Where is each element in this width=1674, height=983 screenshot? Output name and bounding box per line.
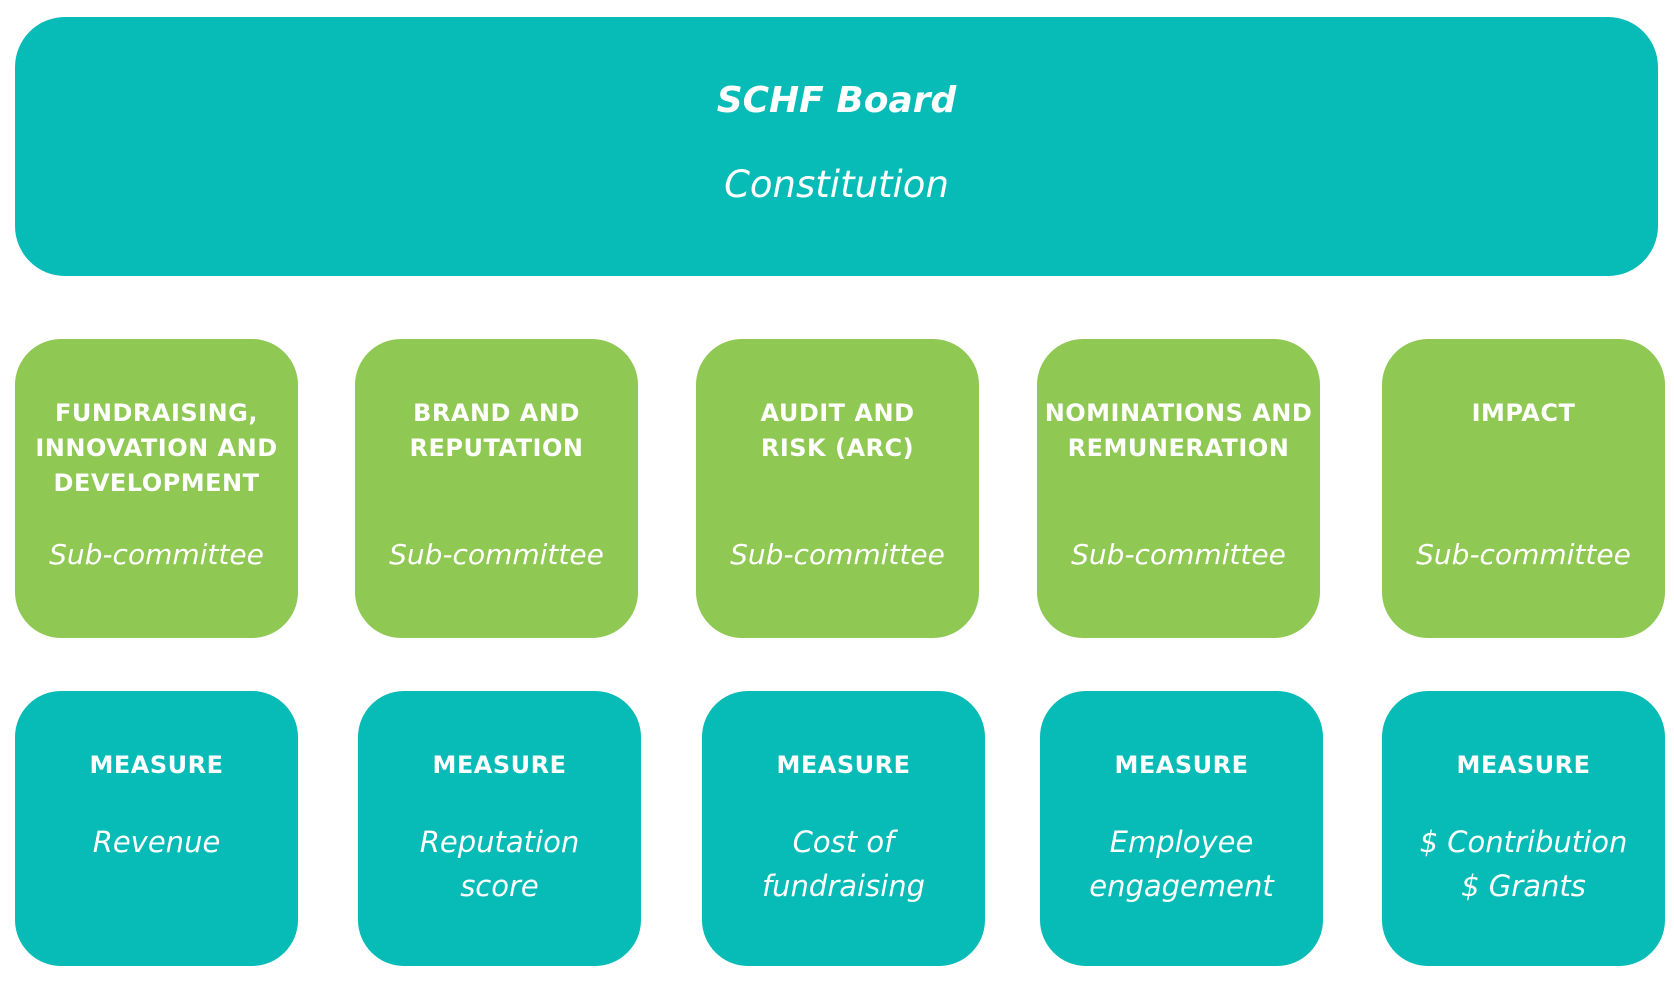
committee-role: Sub-committee <box>49 538 264 571</box>
measure-value: Employee <box>1109 825 1254 859</box>
committee-name-line: REMUNERATION <box>1067 434 1290 462</box>
committee-name-line: DEVELOPMENT <box>53 469 260 497</box>
measure-label: MEASURE <box>1456 751 1591 779</box>
measure-values: Revenue <box>93 820 221 864</box>
measure-label: MEASURE <box>89 751 224 779</box>
committee-name-line: BRAND AND <box>413 399 580 427</box>
committee-name: FUNDRAISING, INNOVATION AND DEVELOPMENT <box>22 396 292 501</box>
board-subtitle: Constitution <box>724 162 949 206</box>
committee-name-line: REPUTATION <box>409 434 584 462</box>
committee-nominations: NOMINATIONS AND REMUNERATION Sub-committ… <box>1037 339 1320 638</box>
measure-label: MEASURE <box>1114 751 1249 779</box>
measure-value: $ Grants <box>1461 869 1586 903</box>
committee-name-line: INNOVATION AND <box>35 434 278 462</box>
measure-revenue: MEASURE Revenue <box>15 691 298 966</box>
measure-value: Cost of <box>792 825 895 859</box>
measure-value: Reputation <box>419 825 580 859</box>
measure-label: MEASURE <box>776 751 911 779</box>
committee-impact: IMPACT Sub-committee <box>1382 339 1665 638</box>
committee-fundraising: FUNDRAISING, INNOVATION AND DEVELOPMENT … <box>15 339 298 638</box>
committee-name: IMPACT <box>1389 396 1659 501</box>
measure-cost: MEASURE Cost of fundraising <box>702 691 985 966</box>
measure-label: MEASURE <box>432 751 567 779</box>
measure-reputation: MEASURE Reputation score <box>358 691 641 966</box>
measure-value: score <box>460 869 539 903</box>
committee-name: NOMINATIONS AND REMUNERATION <box>1044 396 1314 501</box>
measure-values: $ Contribution $ Grants <box>1420 820 1628 908</box>
board-box: SCHF Board Constitution <box>15 17 1658 276</box>
committee-name-line: FUNDRAISING, <box>55 399 258 427</box>
measure-value: Revenue <box>92 825 221 859</box>
committee-role: Sub-committee <box>389 538 604 571</box>
committee-audit: AUDIT AND RISK (ARC) Sub-committee <box>696 339 979 638</box>
committee-name-line: RISK (ARC) <box>760 434 915 462</box>
measure-value: $ Contribution <box>1419 825 1628 859</box>
measure-values: Employee engagement <box>1089 820 1274 908</box>
committee-name-line: AUDIT AND <box>760 399 915 427</box>
measure-values: Cost of fundraising <box>762 820 925 908</box>
committee-role: Sub-committee <box>730 538 945 571</box>
measure-value: engagement <box>1089 869 1274 903</box>
committee-role: Sub-committee <box>1416 538 1631 571</box>
measure-engagement: MEASURE Employee engagement <box>1040 691 1323 966</box>
measure-contribution: MEASURE $ Contribution $ Grants <box>1382 691 1665 966</box>
committee-name-line: IMPACT <box>1471 399 1576 427</box>
committee-name: AUDIT AND RISK (ARC) <box>703 396 973 501</box>
board-title: SCHF Board <box>716 79 957 121</box>
committee-role: Sub-committee <box>1071 538 1286 571</box>
committee-name: BRAND AND REPUTATION <box>362 396 632 501</box>
measure-values: Reputation score <box>420 820 579 908</box>
committee-name-line: NOMINATIONS AND <box>1044 399 1313 427</box>
measure-value: fundraising <box>761 869 926 903</box>
committee-brand: BRAND AND REPUTATION Sub-committee <box>355 339 638 638</box>
